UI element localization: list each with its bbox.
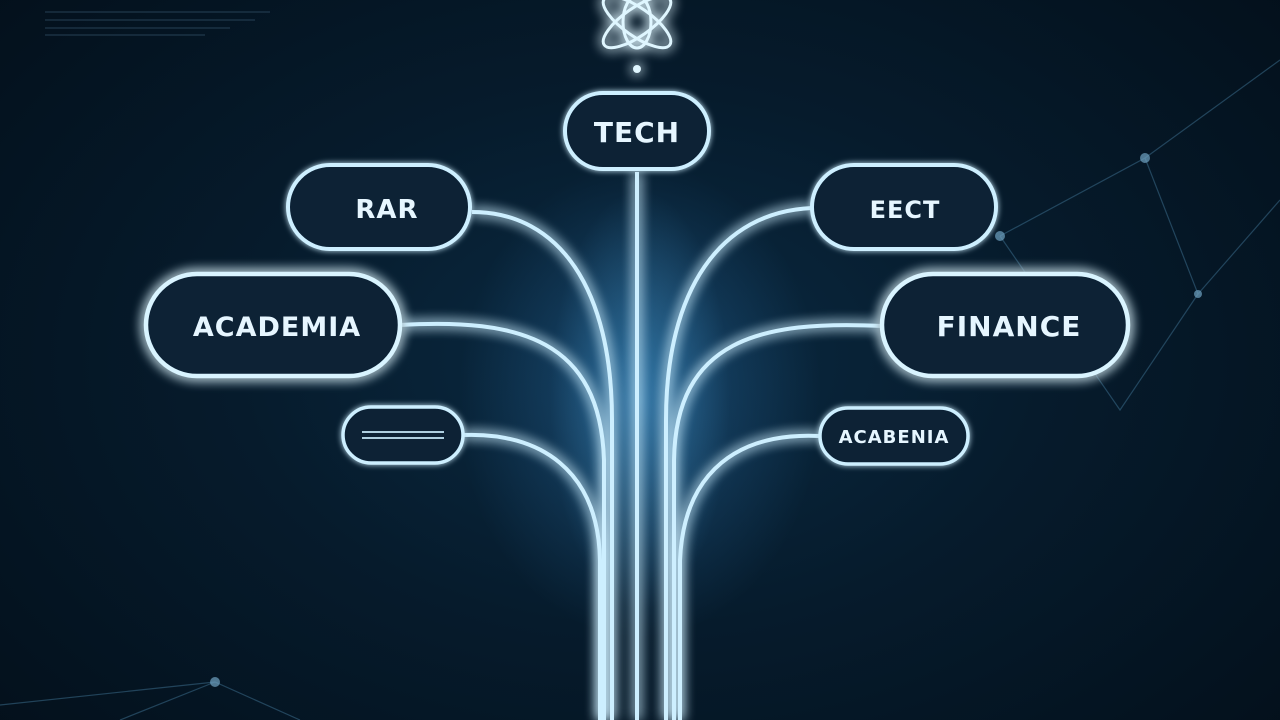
network-node xyxy=(1194,290,1202,298)
branch-academia-left xyxy=(399,321,606,720)
node-rar[interactable]: RAR xyxy=(286,163,472,251)
branch-small-left xyxy=(462,432,602,720)
trunk-glow xyxy=(550,190,730,610)
atom-icon xyxy=(601,0,673,73)
node-academia-right-label: ACABENIA xyxy=(839,427,950,448)
network-line xyxy=(119,681,216,720)
node-rar-label: RAR xyxy=(355,195,418,225)
node-eect[interactable]: EECT xyxy=(810,163,998,251)
branch-rar xyxy=(471,210,614,720)
node-tech-label: TECH xyxy=(594,116,680,149)
branch-academia-right xyxy=(678,433,821,720)
node-tech[interactable]: TECH xyxy=(563,91,711,171)
background-network-dots xyxy=(210,153,1202,687)
branch-finance xyxy=(672,323,883,720)
network-line xyxy=(0,681,301,720)
network-line xyxy=(1144,157,1280,296)
network-line xyxy=(999,59,1280,237)
node-academia-left[interactable]: ACADEMIA xyxy=(143,271,403,379)
node-small-left-placeholder-text xyxy=(362,431,444,439)
network-node xyxy=(995,231,1005,241)
node-small-left[interactable] xyxy=(341,405,465,465)
header-decoration xyxy=(45,11,270,36)
node-academia-right[interactable]: ACABENIA xyxy=(818,406,970,466)
network-node xyxy=(210,677,220,687)
node-eect-label: EECT xyxy=(870,196,941,224)
node-finance[interactable]: FINANCE xyxy=(879,271,1131,379)
branches xyxy=(399,172,883,720)
node-academia-left-label: ACADEMIA xyxy=(193,312,361,343)
node-finance-label: FINANCE xyxy=(937,310,1082,343)
branch-eect xyxy=(664,206,813,720)
network-node xyxy=(1140,153,1150,163)
